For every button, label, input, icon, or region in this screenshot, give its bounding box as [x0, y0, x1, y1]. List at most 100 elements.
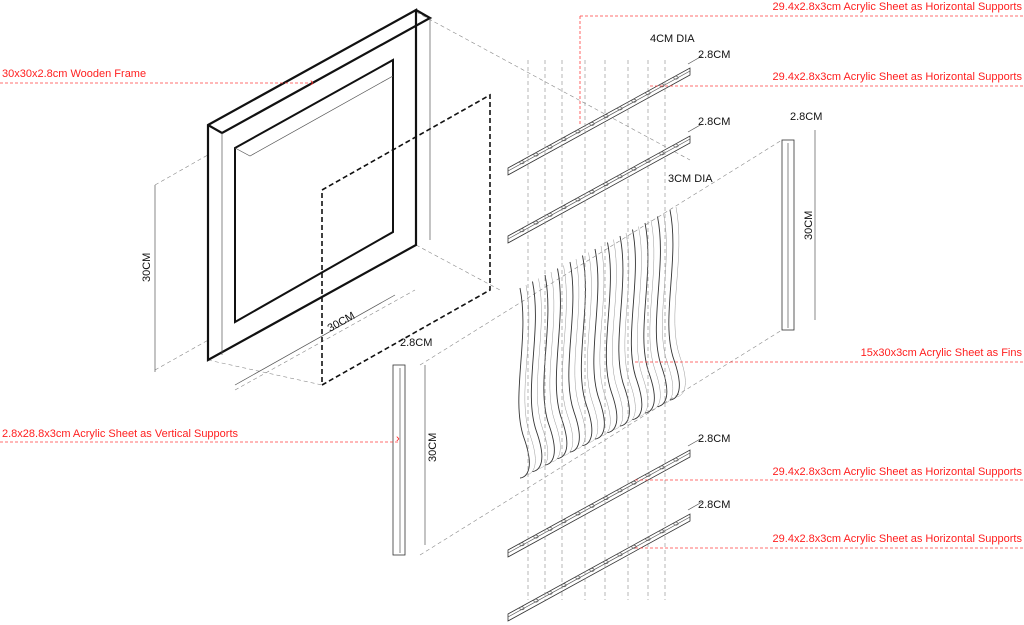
vertical-support-marker: ›	[396, 433, 400, 445]
fin	[630, 229, 643, 420]
bar-hole	[547, 145, 553, 149]
horizontal-bar	[507, 513, 691, 622]
dim-frame-height: 30CM	[141, 253, 153, 282]
label-horizontal-support-4: 29.4x2.8x3cm Acrylic Sheet as Horizontal…	[773, 533, 1023, 545]
horizontal-bar	[507, 67, 691, 176]
fin	[555, 268, 568, 459]
bar-hole	[533, 152, 539, 157]
bar-hole	[659, 465, 665, 470]
leader-lines	[0, 15, 1024, 549]
frame-marker: ›	[310, 77, 314, 89]
vertical-support-right	[781, 130, 816, 331]
bar-hole	[673, 143, 679, 148]
fin-back-edge	[599, 245, 611, 437]
fin-alignment-lines	[527, 60, 666, 600]
fin	[668, 209, 680, 401]
bar-hole	[519, 606, 525, 611]
fin-back-edge	[624, 232, 636, 424]
fin-back-edge	[637, 226, 649, 417]
bar-hole	[561, 519, 567, 524]
bar-hole	[659, 151, 665, 156]
dim-right-support-width: 2.8CM	[790, 111, 822, 123]
bar-hole	[589, 189, 595, 194]
bar-hole	[589, 567, 595, 572]
dim-right-support-height: 30CM	[803, 211, 815, 240]
bar-hole	[575, 129, 581, 134]
dim-bar4-width: 2.8CM	[698, 499, 730, 511]
fin	[618, 235, 630, 427]
dimension-tick	[687, 437, 703, 447]
fin	[568, 261, 580, 453]
bar-hole	[533, 534, 539, 539]
bar-hole	[575, 575, 581, 580]
bar-hole	[547, 213, 553, 217]
fin-back-edge	[662, 213, 674, 404]
bar-hole	[617, 174, 623, 179]
dim-bar3-width: 2.8CM	[698, 433, 730, 445]
bar-hole	[631, 544, 637, 549]
wooden-frame: ›	[206, 8, 433, 362]
fin	[530, 281, 543, 472]
label-horizontal-support-3: 29.4x2.8x3cm Acrylic Sheet as Horizontal…	[773, 466, 1023, 478]
dim-bar1-width: 2.8CM	[698, 49, 730, 61]
fin-back-edge	[549, 271, 561, 463]
bar-hole	[519, 160, 525, 165]
bar-hole	[631, 98, 637, 103]
fin-back-edge	[587, 252, 599, 443]
bar-hole	[547, 527, 553, 531]
bar-hole	[575, 511, 581, 516]
bar-hole	[519, 542, 525, 547]
bar-hole	[631, 480, 637, 485]
fin-back-edge	[612, 239, 624, 430]
fin-back-edge	[537, 278, 549, 469]
label-vertical-supports: 2.8x28.8x3cm Acrylic Sheet as Vertical S…	[2, 428, 239, 440]
fin-back-edge	[524, 284, 536, 476]
horizontal-bar	[507, 449, 691, 558]
bar-hole	[603, 182, 609, 187]
fin	[605, 242, 618, 433]
horizontal-support-bars	[507, 55, 703, 622]
bar-hole	[659, 83, 665, 88]
dim-left-support-height: 30CM	[427, 433, 439, 462]
bar-hole	[659, 529, 665, 534]
frame-dimensions	[154, 185, 396, 386]
bar-hole	[575, 197, 581, 202]
dim-hole-fin: 3CM DIA	[668, 173, 713, 185]
vertical-support-left: ›	[392, 364, 426, 556]
fin	[655, 216, 668, 407]
label-horizontal-support-1: 29.4x2.8x3cm Acrylic Sheet as Horizontal…	[773, 1, 1023, 13]
bar-hole	[547, 591, 553, 595]
acrylic-fins	[518, 206, 686, 479]
dimension-tick	[687, 123, 703, 133]
bar-hole	[631, 166, 637, 171]
dim-hole-top: 4CM DIA	[650, 33, 695, 45]
bar-hole	[603, 496, 609, 501]
bar-hole	[519, 228, 525, 233]
fin	[518, 287, 530, 479]
bar-hole	[589, 121, 595, 126]
bar-hole	[617, 106, 623, 111]
dim-left-support-width: 2.8CM	[400, 337, 432, 349]
horizontal-bar	[507, 135, 691, 244]
fin	[643, 222, 655, 414]
bar-hole	[533, 220, 539, 225]
bar-hole	[617, 488, 623, 493]
bar-hole	[603, 560, 609, 565]
fin-back-edge	[649, 219, 661, 411]
label-fins: 15x30x3cm Acrylic Sheet as Fins	[861, 347, 1023, 359]
bar-hole	[673, 521, 679, 526]
frame-depth-plane	[321, 93, 491, 387]
bar-hole	[589, 503, 595, 508]
bar-hole	[603, 114, 609, 119]
label-horizontal-support-2: 29.4x2.8x3cm Acrylic Sheet as Horizontal…	[773, 71, 1023, 83]
fin-back-edge	[574, 258, 586, 450]
bar-hole	[673, 457, 679, 462]
bar-hole	[533, 598, 539, 603]
label-wooden-frame: 30x30x2.8cm Wooden Frame	[2, 68, 146, 80]
fin	[543, 274, 555, 466]
dimension-tick	[687, 55, 703, 65]
fin	[580, 255, 593, 446]
fin-back-edge	[562, 265, 574, 456]
